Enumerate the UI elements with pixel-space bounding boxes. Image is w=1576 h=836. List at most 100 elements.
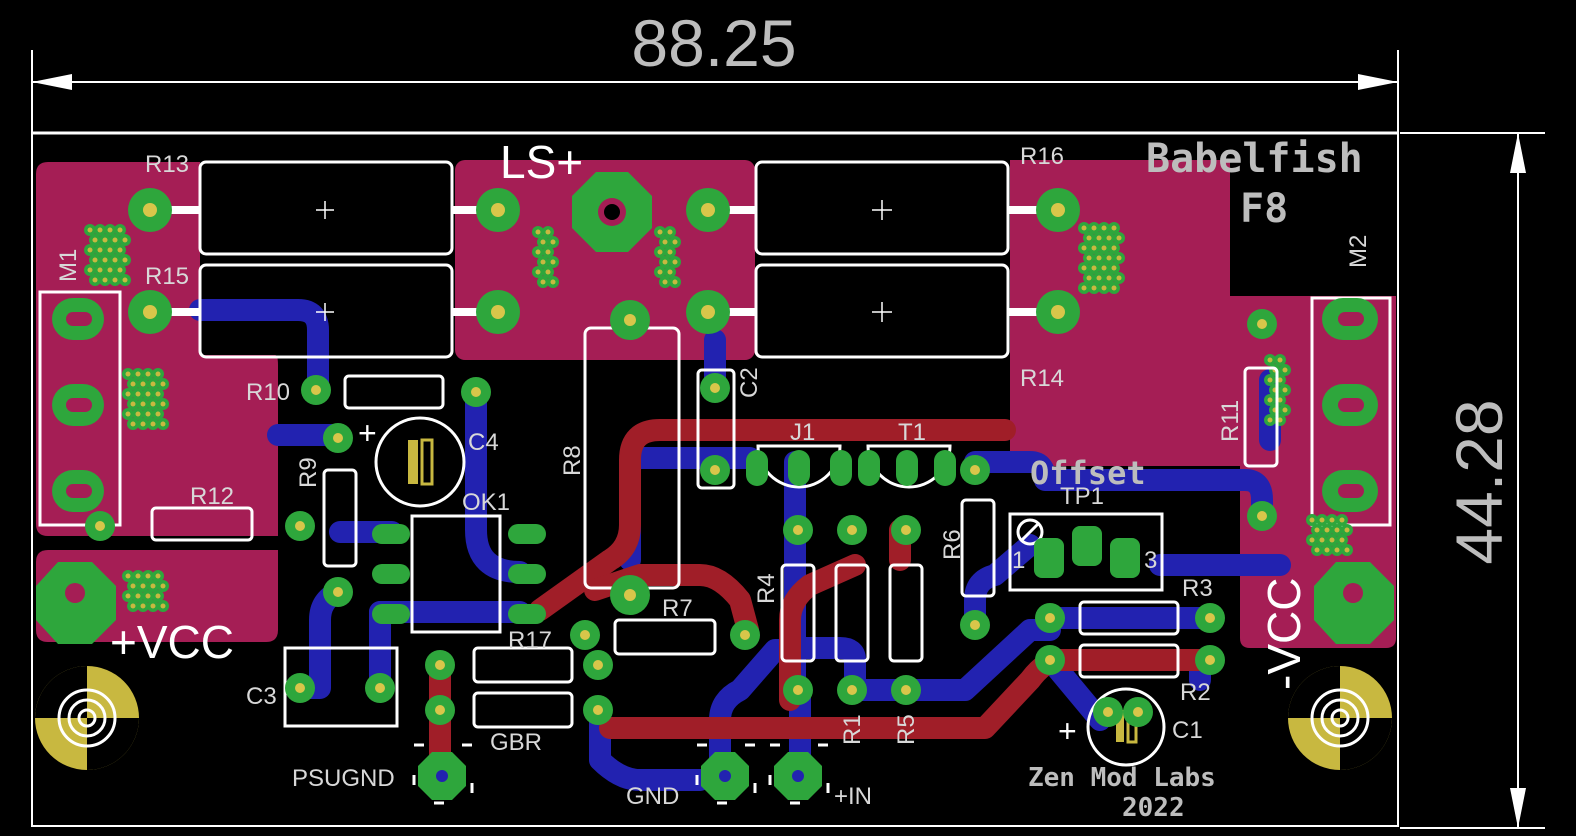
- stitching-via-hole: [550, 239, 556, 245]
- stitching-via-hole: [130, 381, 136, 387]
- stitching-via-hole: [135, 573, 141, 579]
- stitching-via-hole: [107, 227, 113, 233]
- stitching-via-hole: [1101, 285, 1107, 291]
- stitching-via-hole: [1086, 275, 1092, 281]
- dimension-width: 88.25: [31, 6, 1399, 135]
- stitching-via-hole: [540, 239, 546, 245]
- label-r1: R1: [839, 714, 866, 745]
- stitching-via-hole: [662, 279, 668, 285]
- stitching-via-hole: [130, 603, 136, 609]
- label-r8: R8: [559, 445, 586, 476]
- stitching-via-hole: [1116, 255, 1122, 261]
- stitching-via-hole: [1116, 235, 1122, 241]
- board-title-line2: F8: [1240, 186, 1288, 232]
- component-pad-hole: [847, 685, 857, 695]
- component-pad-hole: [1205, 613, 1215, 623]
- stitching-via-hole: [1309, 537, 1315, 543]
- stitching-via-hole: [1282, 387, 1288, 393]
- stitching-via-hole: [135, 371, 141, 377]
- component-pad-hole: [740, 630, 750, 640]
- stitching-via-hole: [160, 603, 166, 609]
- stitching-via-hole: [140, 603, 146, 609]
- component-pad-hole: [970, 620, 980, 630]
- stitching-via-hole: [150, 583, 156, 589]
- label-j1: J1: [790, 419, 815, 446]
- component-pad-hole: [333, 587, 343, 597]
- stitching-via-hole: [112, 277, 118, 283]
- stitching-via-hole: [1106, 235, 1112, 241]
- stitching-via-hole: [1282, 367, 1288, 373]
- stitching-via-hole: [1282, 407, 1288, 413]
- stitching-via-hole: [1339, 537, 1345, 543]
- stitching-via-hole: [155, 391, 161, 397]
- stitching-via-hole: [1111, 225, 1117, 231]
- stitching-via-hole: [135, 411, 141, 417]
- stitching-via-hole: [92, 277, 98, 283]
- stitching-via-hole: [672, 259, 678, 265]
- stitching-via-hole: [545, 249, 551, 255]
- stitching-via-hole: [117, 267, 123, 273]
- label-r3: R3: [1182, 575, 1213, 602]
- stitching-via-hole: [535, 249, 541, 255]
- stitching-via-hole: [135, 593, 141, 599]
- stitching-via-hole: [1314, 547, 1320, 553]
- stitching-via-hole: [1111, 265, 1117, 271]
- stitching-via-hole: [140, 583, 146, 589]
- credit-line2: 2022: [1122, 793, 1185, 823]
- stitching-via-hole: [145, 371, 151, 377]
- stitching-via-hole: [540, 259, 546, 265]
- stitching-via-hole: [1324, 527, 1330, 533]
- stitching-via-hole: [1334, 527, 1340, 533]
- stitching-via-hole: [117, 227, 123, 233]
- component-pad-hole: [970, 465, 980, 475]
- stitching-via-hole: [140, 421, 146, 427]
- credit-line1: Zen Mod Labs: [1028, 763, 1216, 793]
- stitching-via-hole: [125, 593, 131, 599]
- label-r6: R6: [939, 529, 966, 560]
- stitching-via-hole: [1101, 225, 1107, 231]
- stitching-via-hole: [125, 573, 131, 579]
- stitching-via-hole: [87, 247, 93, 253]
- label-c3: C3: [246, 683, 277, 710]
- stitching-via-hole: [155, 593, 161, 599]
- stitching-via-hole: [130, 421, 136, 427]
- stitching-via-hole: [160, 583, 166, 589]
- component-pad-hole: [901, 685, 911, 695]
- stitching-via-hole: [140, 381, 146, 387]
- component-pad-hole: [710, 465, 720, 475]
- width-dimension-label: 88.25: [631, 6, 796, 80]
- stitching-via-hole: [125, 391, 131, 397]
- stitching-via-hole: [1091, 225, 1097, 231]
- stitching-via-hole: [1339, 517, 1345, 523]
- component-pad-hole: [95, 521, 105, 531]
- label-r17: R17: [508, 627, 552, 654]
- stitching-via-hole: [1081, 225, 1087, 231]
- stitching-via-hole: [1344, 547, 1350, 553]
- label-r12: R12: [190, 483, 234, 510]
- board-outline: [31, 132, 1399, 827]
- tp1-pin3: 3: [1144, 547, 1157, 574]
- stitching-via-hole: [1096, 255, 1102, 261]
- component-pad-hole: [710, 383, 720, 393]
- component-pad-hole: [847, 525, 857, 535]
- stitching-via-hole: [1081, 285, 1087, 291]
- stitching-via-hole: [672, 279, 678, 285]
- stitching-via-hole: [112, 257, 118, 263]
- label-ok1: OK1: [462, 489, 510, 516]
- label-r13: R13: [145, 151, 189, 178]
- label-t1: T1: [898, 419, 926, 446]
- stitching-via-hole: [1277, 377, 1283, 383]
- stitching-via-hole: [657, 269, 663, 275]
- stitching-via-hole: [662, 259, 668, 265]
- stitching-via-hole: [667, 249, 673, 255]
- stitching-via-hole: [1267, 357, 1273, 363]
- polarity-mark-c4: +: [358, 415, 377, 451]
- vcc-neg-label: -VCC: [1258, 578, 1310, 690]
- stitching-via-hole: [1086, 255, 1092, 261]
- component-pad-hole: [375, 683, 385, 693]
- stitching-via-hole: [160, 421, 166, 427]
- stitching-via-hole: [122, 257, 128, 263]
- polarity-mark-c1: +: [1058, 713, 1077, 749]
- stitching-via-hole: [1096, 235, 1102, 241]
